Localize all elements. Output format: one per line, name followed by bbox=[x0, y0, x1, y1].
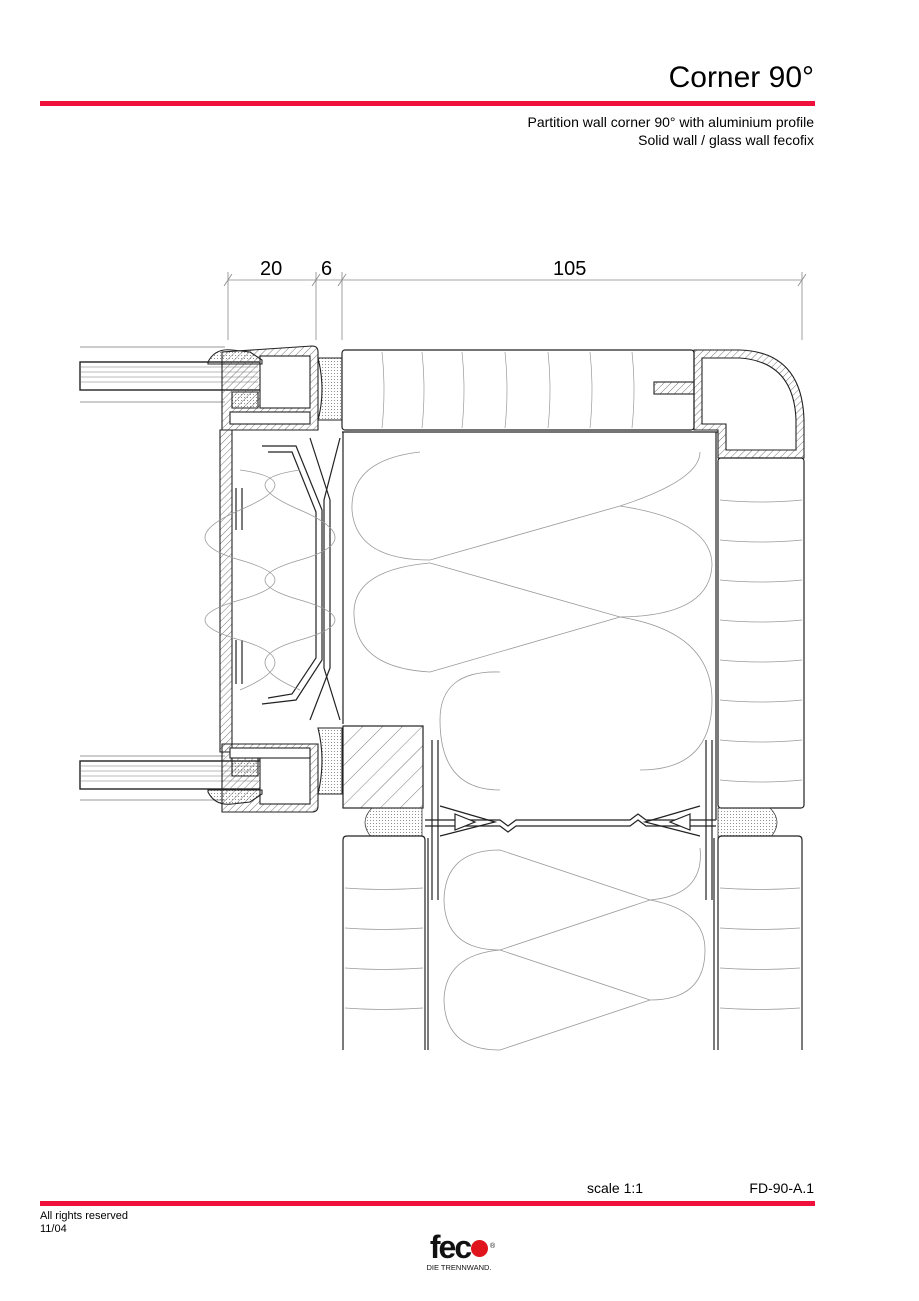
dimension-20: 20 bbox=[260, 258, 283, 280]
scale-label: scale 1:1 bbox=[587, 1180, 644, 1196]
bottom-cavity-lines bbox=[427, 838, 715, 1050]
timber-block bbox=[342, 725, 424, 809]
aluminium-frame-profile bbox=[207, 345, 343, 813]
logo-red-dot-icon bbox=[471, 1240, 489, 1257]
insulation-left bbox=[204, 469, 336, 691]
inner-clip-profile bbox=[235, 437, 341, 721]
logo-wordmark: fec ® bbox=[429, 1229, 495, 1265]
feco-logo: fec ® DIE TRENNWAND. bbox=[419, 1229, 499, 1272]
registered-mark: ® bbox=[489, 1243, 496, 1250]
connector-profile bbox=[425, 740, 716, 900]
subtitle-line-2: Solid wall / glass wall fecofix bbox=[638, 132, 814, 148]
central-cavity bbox=[342, 431, 718, 820]
logo-tagline: DIE TRENNWAND. bbox=[426, 1263, 492, 1272]
drawing-code: FD-90-A.1 bbox=[749, 1180, 814, 1196]
logo-text: fec bbox=[429, 1229, 472, 1265]
solid-wall-panel-top bbox=[341, 349, 695, 431]
corner-profile-90 bbox=[653, 349, 805, 495]
insulation-center bbox=[351, 451, 713, 791]
insulation-bottom bbox=[443, 847, 706, 1051]
rights-notice: All rights reserved bbox=[40, 1210, 129, 1222]
subtitle-line-1: Partition wall corner 90° with aluminium… bbox=[527, 114, 815, 130]
solid-wall-panel-bottom-right bbox=[717, 835, 803, 1050]
seal-strips bbox=[364, 807, 778, 839]
dimension-105: 105 bbox=[553, 258, 587, 280]
revision-date: 11/04 bbox=[40, 1223, 67, 1235]
dimension-lines bbox=[223, 272, 807, 340]
header-divider bbox=[40, 101, 815, 106]
solid-wall-panel-bottom-left bbox=[342, 835, 426, 1050]
solid-wall-panel-right bbox=[717, 457, 805, 809]
dimension-6: 6 bbox=[321, 258, 333, 280]
footer-divider bbox=[40, 1201, 815, 1206]
page-title: Corner 90° bbox=[668, 61, 814, 94]
